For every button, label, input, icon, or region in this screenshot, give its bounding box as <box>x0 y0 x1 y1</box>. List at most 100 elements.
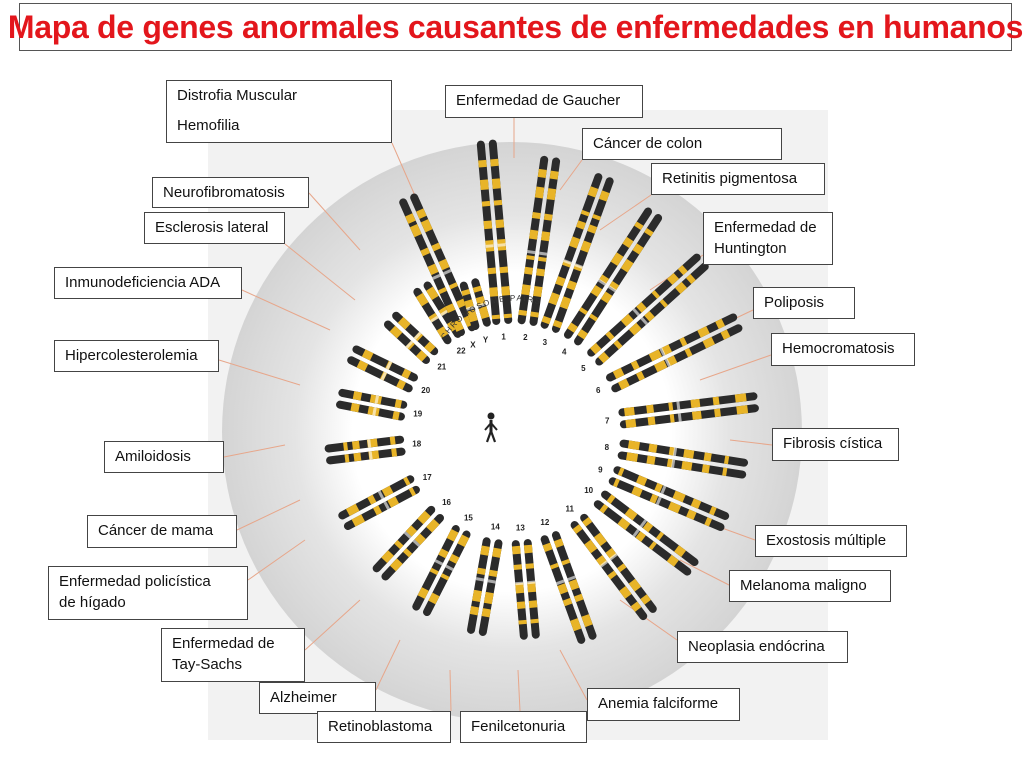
chromatid <box>383 320 430 365</box>
label-ada: Inmunodeficiencia ADA <box>54 267 242 299</box>
chromosome-pair-18 <box>324 435 406 465</box>
leader-lines <box>218 118 773 712</box>
label-cancer-mama: Cáncer de mama <box>87 515 237 548</box>
chromosome-pair-6 <box>606 313 743 393</box>
human-figure-icon <box>484 412 498 443</box>
label-line: Huntington <box>714 240 787 257</box>
chromosome-pair-10 <box>593 490 699 576</box>
leader-line <box>223 444 286 458</box>
label-distrofia-hemofilia: Distrofia Muscular Hemofilia <box>166 80 392 143</box>
chromosome-pair-19 <box>336 388 408 421</box>
label-cancer-colon: Cáncer de colon <box>582 128 782 160</box>
chromatid <box>336 400 405 421</box>
chromosome-ring <box>324 139 759 644</box>
chromatid <box>343 485 420 531</box>
chromatid <box>459 281 480 330</box>
chromatid <box>570 521 648 621</box>
chromatid <box>617 451 747 479</box>
chromatid <box>381 514 445 581</box>
leader-line <box>699 354 772 381</box>
chromosome-pair-4 <box>563 207 663 346</box>
chromosome-pair-16 <box>372 505 445 581</box>
chromosome-pair-5 <box>587 253 709 366</box>
chromatid <box>587 253 701 357</box>
leader-line <box>517 669 521 712</box>
chromatid <box>619 439 749 467</box>
chromosome-pair-11 <box>570 513 657 621</box>
chromatid <box>563 207 653 339</box>
chromosome-pair-17 <box>338 475 420 531</box>
chromosome-number: 8 <box>605 443 610 452</box>
chromosome-number: 19 <box>413 410 422 419</box>
leader-line <box>375 639 401 691</box>
chromatid <box>517 155 549 325</box>
label-fibrosis-cistica: Fibrosis cística <box>772 428 899 461</box>
chromosome-pair-20 <box>347 345 418 393</box>
background-disk <box>222 142 802 722</box>
chromosome-pair-12 <box>540 531 597 644</box>
chromatid <box>467 537 491 634</box>
label-neoplasia: Neoplasia endócrina <box>677 631 848 663</box>
chromatid <box>613 466 730 520</box>
chromosome-number: 5 <box>581 364 586 373</box>
chromatid <box>608 477 725 532</box>
label-gaucher: Enfermedad de Gaucher <box>445 85 643 118</box>
chromosome-number: X <box>470 340 476 349</box>
chromatid <box>410 193 476 332</box>
chromosome-number: 6 <box>596 386 601 395</box>
chromosome-pair-7 <box>618 392 759 429</box>
chromosome-number: 9 <box>598 466 603 475</box>
label-neurofibromatosis: Neurofibromatosis <box>152 177 309 208</box>
label-amiloidosis: Amiloidosis <box>104 441 224 473</box>
chromosome-pair-9 <box>608 466 730 532</box>
chromatid <box>580 513 657 613</box>
chromatid <box>476 140 501 325</box>
chromatid <box>593 500 692 576</box>
label-line: Distrofia Muscular <box>177 87 298 104</box>
chromosome-number: 1 <box>501 332 506 341</box>
label-line: Enfermedad policística <box>59 573 211 590</box>
chromosome-number: 14 <box>491 523 500 532</box>
chromatid <box>413 287 452 345</box>
chromosome-pair-15 <box>412 525 471 617</box>
chromatid <box>523 539 540 639</box>
chromosome-number: 12 <box>540 518 549 527</box>
chromosome-number: 21 <box>437 363 446 372</box>
chromatid <box>551 531 597 640</box>
leader-line <box>559 159 583 191</box>
chromatid <box>595 262 709 366</box>
leader-line <box>599 194 652 231</box>
leader-line <box>559 649 588 701</box>
chromosome-pair-13 <box>511 539 540 640</box>
chromosome-pair-2 <box>517 155 561 326</box>
leader-line <box>619 599 678 641</box>
label-huntington: Enfermedad de Huntington <box>703 212 833 265</box>
chromosome-number: 18 <box>412 440 421 449</box>
label-poliposis: Poliposis <box>753 287 855 319</box>
leader-line <box>304 599 361 651</box>
chromosome-number: Y <box>483 336 489 345</box>
chromatid <box>471 278 491 327</box>
chromatid <box>372 505 436 573</box>
chromatid <box>478 539 503 636</box>
label-exostosis: Exostosis múltiple <box>755 525 907 557</box>
chromosome-pair-14 <box>467 537 503 636</box>
chromatid <box>606 313 738 382</box>
chromosome-pair-21 <box>383 311 439 365</box>
chromatid <box>412 525 460 611</box>
chromosome-pair-X <box>399 193 476 337</box>
leader-line <box>236 499 301 531</box>
label-esclerosis: Esclerosis lateral <box>144 212 285 244</box>
label-fenilcetonuria: Fenilcetonuria <box>460 711 587 743</box>
chromatid <box>540 535 586 644</box>
chromosome-pair-22 <box>413 281 462 345</box>
label-line: Tay-Sachs <box>172 656 243 673</box>
chromosome-number: 4 <box>562 347 567 356</box>
label-line: Enfermedad de <box>714 219 817 236</box>
chromatid <box>618 392 758 417</box>
leader-line <box>308 192 361 251</box>
leader-line <box>679 559 730 586</box>
chromatid <box>423 530 471 617</box>
label-anemia-falciforme: Anemia falciforme <box>587 688 740 721</box>
